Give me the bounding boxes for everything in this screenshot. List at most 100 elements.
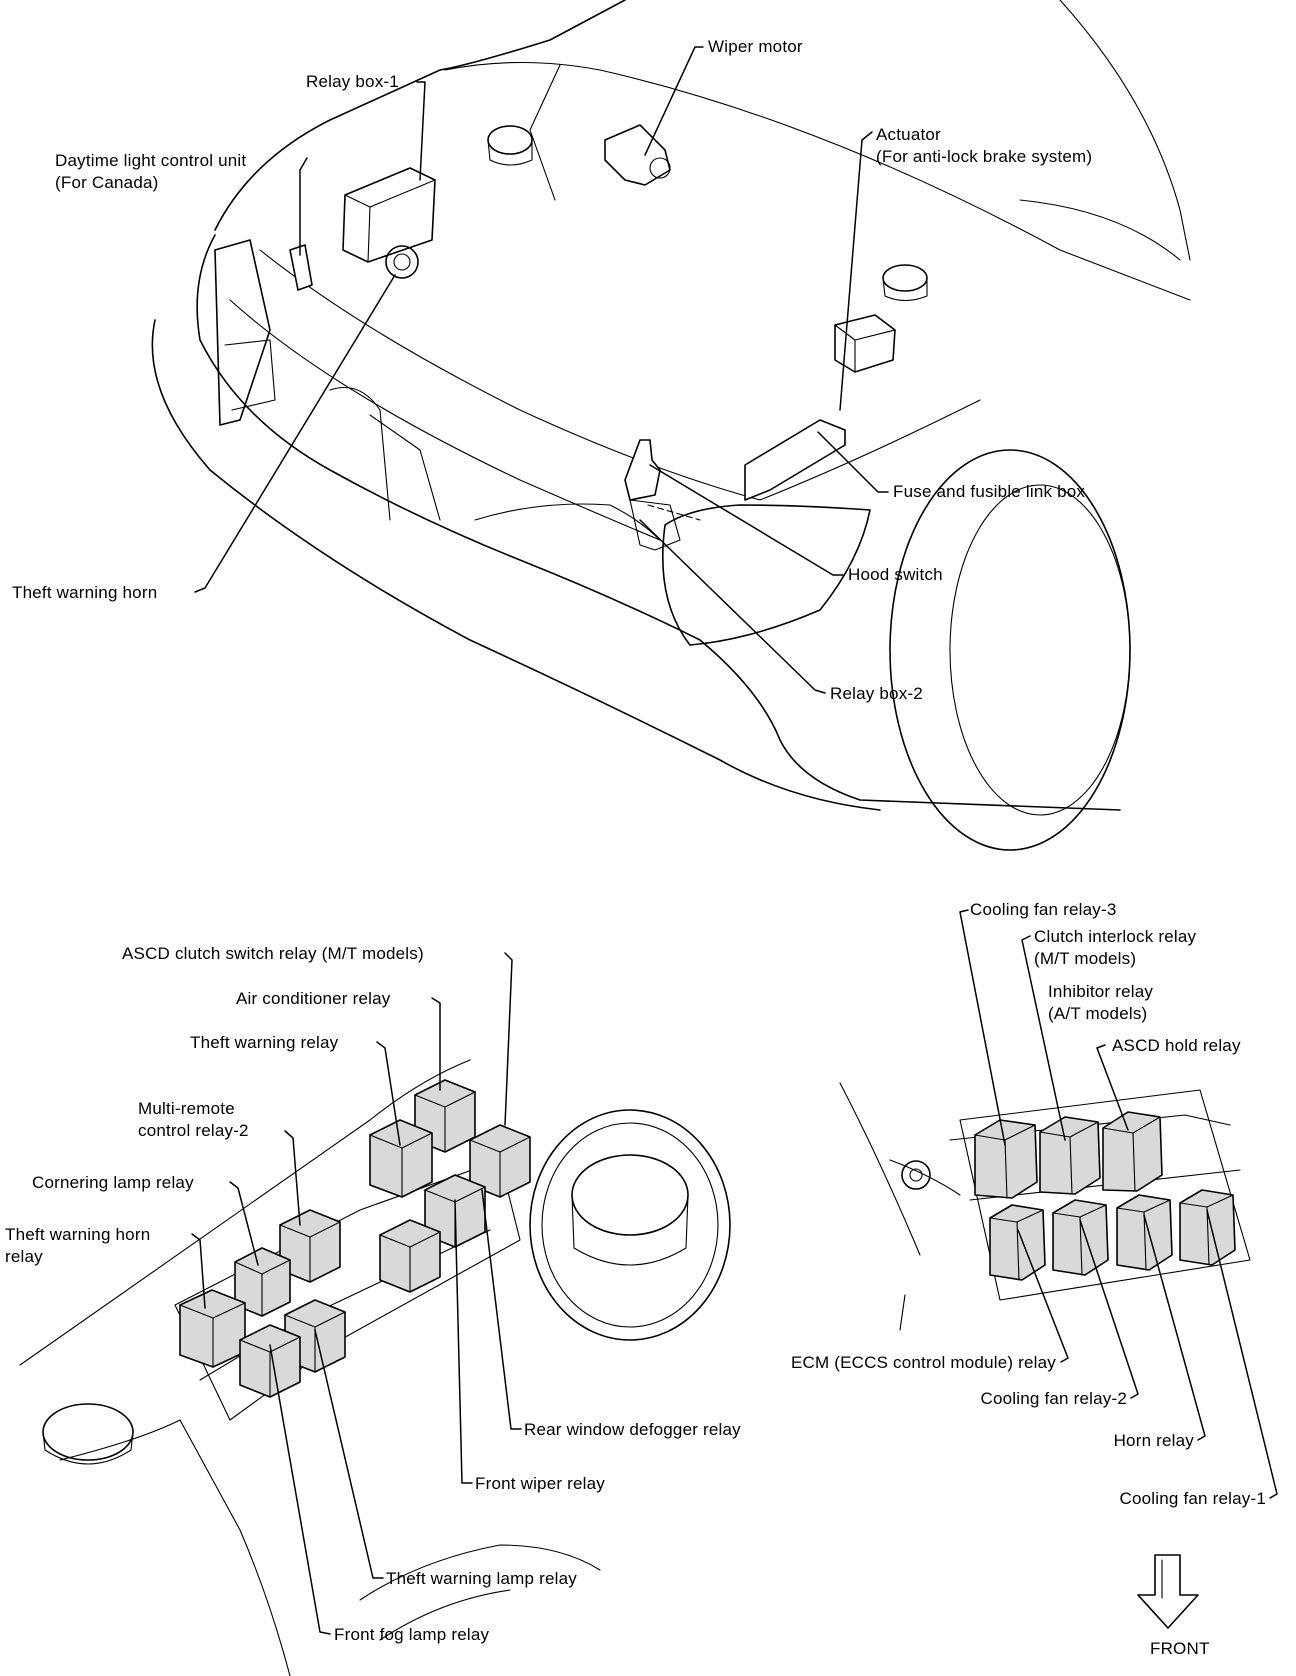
relay-box-1-drawing [839, 909, 1278, 1629]
reservoir-cap-right-body [882, 277, 928, 302]
relay-box-2-drawing [19, 952, 731, 1676]
label-ascd-hold-relay: ASCD hold relay [1112, 1036, 1241, 1055]
leader-ascd-hold [1096, 1044, 1129, 1131]
relay-box-1-shape [342, 167, 436, 263]
leader-cornering-lamp [229, 1181, 259, 1266]
actuator-edge [834, 324, 896, 373]
label-actuator-line-1: Actuator [876, 125, 941, 144]
label-inhibitor-line-2: (A/T models) [1048, 1004, 1148, 1023]
leader-horn [1143, 1214, 1206, 1441]
reservoir-cap-right [882, 264, 928, 292]
leader-fuse-box [817, 431, 889, 493]
leader-cooling-fan-1 [1206, 1209, 1278, 1499]
leader-ecm [1017, 1229, 1069, 1363]
rb1-housing [959, 1089, 1251, 1301]
label-theft-horn-relay-line-2: relay [5, 1247, 43, 1266]
hood-outline [214, 0, 626, 231]
actuator-shape [834, 314, 896, 373]
leader-clutch-interlock [1021, 935, 1066, 1141]
relay-theft-warning [369, 1119, 433, 1198]
rb1-relays [974, 1111, 1236, 1281]
leader-theft-warning [376, 1041, 401, 1146]
lower-body [151, 319, 881, 811]
label-clutch-interlock-relay: Clutch interlock relay (M/T models) [1034, 926, 1196, 970]
rb2-round-cap-side [42, 1431, 134, 1465]
label-front-wiper-relay: Front wiper relay [475, 1474, 605, 1493]
label-multi-remote-line-2: control relay-2 [138, 1121, 249, 1140]
reservoir-cap-left [487, 125, 533, 155]
leader-theft-warning-horn [191, 1233, 206, 1309]
bumper-crease [229, 299, 661, 541]
label-cooling-fan-relay-2: Cooling fan relay-2 [980, 1389, 1127, 1408]
wiper-motor-shape [604, 124, 671, 186]
leader-theft-horn [194, 274, 396, 593]
rb1-bolt-inner [909, 1168, 923, 1182]
leader-relay-box-1 [416, 81, 426, 181]
label-front-fog-lamp-relay: Front fog lamp relay [334, 1625, 490, 1644]
rb2-round-cap [42, 1403, 134, 1461]
label-front: FRONT [1150, 1639, 1210, 1658]
hood-switch-dash [647, 504, 701, 521]
rb2-lower-line [59, 1419, 291, 1676]
label-theft-horn-relay-line-1: Theft warning horn [5, 1225, 151, 1244]
rb2-reservoir-cap [571, 1154, 689, 1236]
leader-theft-warning-lamp [314, 1329, 384, 1579]
relay-box-2-shape [629, 499, 681, 551]
daytime-light-unit-shape [289, 244, 313, 291]
label-daytime-light-line-1: Daytime light control unit [55, 151, 247, 170]
relay-ascd-hold [1102, 1111, 1163, 1192]
leader-front-fog-lamp [269, 1344, 331, 1635]
label-cooling-fan-relay-3: Cooling fan relay-3 [970, 900, 1117, 919]
label-inhibitor-relay: Inhibitor relay (A/T models) [1048, 981, 1153, 1025]
label-cooling-fan-relay-1: Cooling fan relay-1 [1119, 1489, 1266, 1508]
theft-horn-center [393, 253, 411, 271]
label-daytime-light-control-unit: Daytime light control unit (For Canada) [55, 150, 246, 194]
label-theft-warning-horn-relay: Theft warning horn relay [5, 1224, 150, 1268]
label-fuse-and-fusible-link-box: Fuse and fusible link box [893, 482, 1086, 501]
relay-box-1-edge [344, 179, 436, 263]
left-corner-lamp [214, 239, 271, 426]
label-theft-warning-horn: Theft warning horn [12, 583, 158, 602]
headlamp [662, 504, 871, 646]
front-bumper [196, 234, 1121, 811]
rb2-reservoir-cap-side [571, 1194, 689, 1266]
label-inhibitor-line-1: Inhibitor relay [1048, 982, 1154, 1001]
headlamp-inner [474, 503, 661, 541]
leader-cooling-fan-2 [1079, 1219, 1139, 1399]
leader-front-wiper [454, 1199, 473, 1484]
leader-multi-remote-control-2 [284, 1130, 301, 1226]
label-horn-relay: Horn relay [1113, 1431, 1194, 1450]
label-relay-box-2: Relay box-2 [830, 684, 923, 703]
fuse-box-shape [744, 419, 846, 501]
label-daytime-light-line-2: (For Canada) [55, 173, 159, 192]
label-ecm-relay: ECM (ECCS control module) relay [790, 1353, 1056, 1372]
leader-ascd-clutch-switch [504, 952, 513, 1126]
hood-switch-shape [624, 439, 661, 501]
wiper-motor-end [649, 157, 671, 179]
rb2-housing [174, 1159, 521, 1421]
leader-air-conditioner [431, 997, 441, 1091]
rb2-hose-2 [379, 1589, 511, 1641]
leader-daytime-light [299, 157, 308, 256]
rb1-outline [839, 1082, 961, 1331]
rb1-bolt [901, 1160, 931, 1190]
label-multi-remote-control-relay-2: Multi-remote control relay-2 [138, 1098, 249, 1142]
relay-clutch-interlock [1039, 1116, 1101, 1195]
bumper-crease-2 [259, 249, 981, 501]
label-wiper-motor: Wiper motor [708, 37, 803, 56]
front-wheel-inner [949, 484, 1131, 816]
leader-hood-switch [649, 464, 844, 576]
down-arrow-icon [1137, 1554, 1199, 1629]
label-theft-warning-relay: Theft warning relay [190, 1033, 339, 1052]
leader-cooling-fan-3 [959, 909, 1006, 1146]
label-theft-warning-lamp-relay: Theft warning lamp relay [386, 1569, 577, 1588]
label-multi-remote-line-1: Multi-remote [138, 1099, 235, 1118]
label-actuator-line-2: (For anti-lock brake system) [876, 147, 1093, 166]
engine-bay-drawing [151, 0, 1191, 851]
radiator-support [329, 386, 441, 521]
rb2-hose-1 [359, 1544, 601, 1601]
front-wheel-outer [889, 449, 1131, 851]
leader-wiper-motor [644, 46, 704, 156]
theft-horn-shape [385, 245, 419, 279]
